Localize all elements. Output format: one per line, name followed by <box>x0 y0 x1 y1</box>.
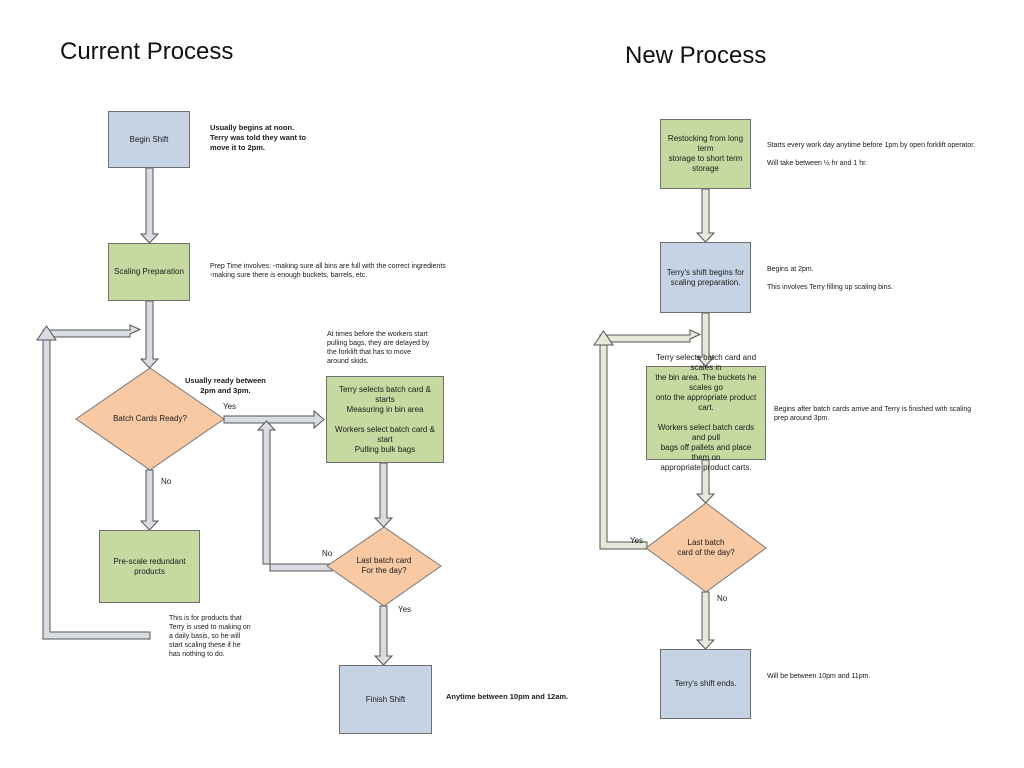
arrow-begin-to-prep <box>139 167 160 244</box>
arrow-last-no-loop <box>256 420 333 572</box>
arrow-ready-to-terry <box>223 409 325 430</box>
terry-shift-begins-box: Terry's shift begins for scaling prepara… <box>660 242 751 313</box>
arrow-ready-to-prescale <box>139 469 160 531</box>
note-shift-end-time: Will be between 10pm and 11pm. <box>767 673 871 680</box>
label-yes-new: Yes <box>630 536 644 545</box>
new-process-title: New Process <box>625 42 767 69</box>
note-restocking: Starts every work day anytime before 1pm… <box>767 142 976 168</box>
begin-shift-box: Begin Shift <box>108 111 190 168</box>
note-prep-time: Prep Time involves: -making sure all bin… <box>210 263 446 280</box>
label-yes-last: Yes <box>398 605 412 614</box>
note-shift-begins: Begins at 2pm. This involves Terry filli… <box>767 266 893 292</box>
current-process-title: Current Process <box>60 38 234 65</box>
arrow-restock-to-shift <box>695 188 716 243</box>
scaling-preparation-box: Scaling Preparation <box>108 243 190 301</box>
new-last-batch-text: Last batch card of the day? <box>677 538 735 557</box>
new-terry-selects-box: Terry selects batch card and scales in t… <box>646 353 766 472</box>
arrow-terry-to-last <box>373 462 394 528</box>
label-yes-ready: Yes <box>223 402 237 411</box>
terry-shift-ends-box: Terry's shift ends. <box>660 649 751 719</box>
arrow-last-to-end <box>695 591 716 650</box>
diamond-batch-cards-ready <box>75 367 225 471</box>
arrow-shift-to-select <box>695 312 716 367</box>
arrow-loop-up-head <box>36 325 57 341</box>
note-finish-time: Anytime between 10pm and 12am. <box>446 692 569 701</box>
note-prescale: This is for products that Terry is used … <box>169 615 251 659</box>
last-batch-text: Last batch card For the day? <box>356 556 412 575</box>
note-begin-shift: Usually begins at noon. Terry was told t… <box>210 123 307 152</box>
terry-selects-box: Terry selects batch card & starts Measur… <box>326 376 444 463</box>
label-no-new: No <box>717 594 728 603</box>
new-connectors <box>593 188 716 650</box>
current-connectors <box>36 167 394 666</box>
arrow-prep-to-ready <box>139 300 160 369</box>
note-usually-ready: Usually ready between 2pm and 3pm. <box>185 376 266 395</box>
restocking-box: Restocking from long term storage to sho… <box>660 119 751 189</box>
arrow-last-to-finish <box>373 605 394 666</box>
arrow-yes-loop <box>599 329 702 550</box>
label-no-last: No <box>322 549 333 558</box>
finish-shift-box: Finish Shift <box>339 665 432 734</box>
note-forklift-delay: At times before the workers start pullin… <box>327 331 430 366</box>
arrow-select-to-last <box>695 459 716 504</box>
diamond-last-batch <box>326 526 442 607</box>
batch-cards-ready-text: Batch Cards Ready? <box>113 414 187 423</box>
diamond-new-last-batch <box>645 502 767 593</box>
arrow-new-loop-up-head <box>593 330 614 346</box>
label-no-ready: No <box>161 477 172 486</box>
arrow-prescale-loop <box>42 324 151 640</box>
note-after-batch: Begins after batch cards arrive and Terr… <box>774 406 972 423</box>
pre-scale-box: Pre-scale redundant products <box>99 530 200 603</box>
